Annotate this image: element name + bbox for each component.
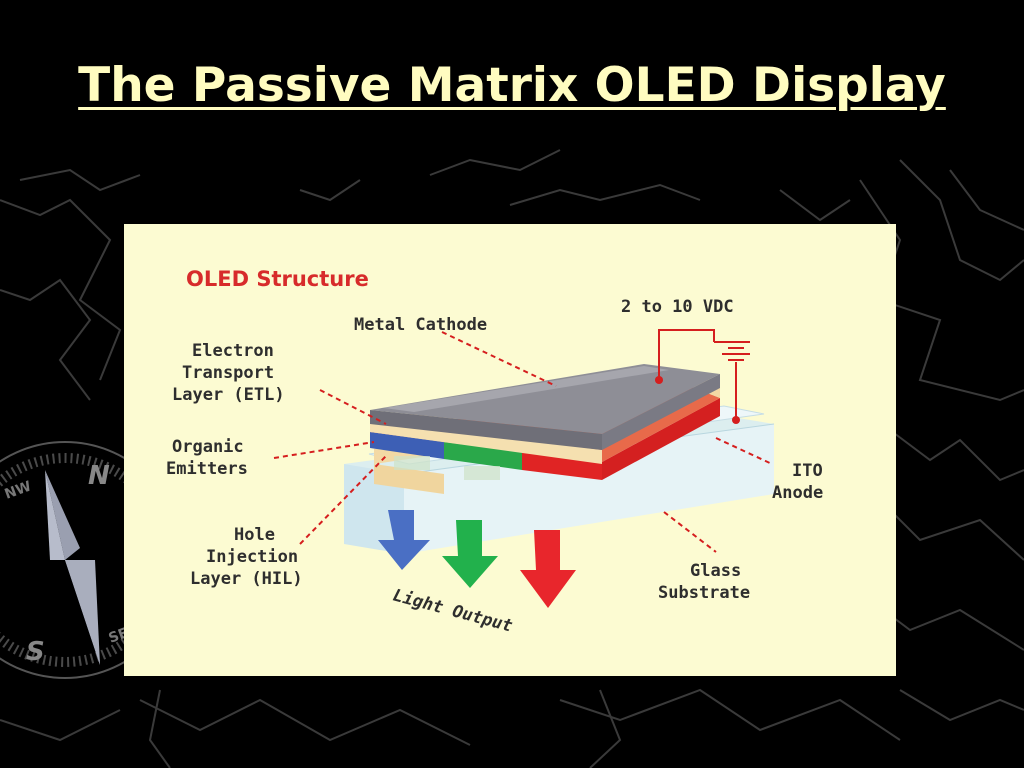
anode-terminal-icon <box>732 416 740 424</box>
light-output-arrows <box>378 510 576 608</box>
metal-cathode-layer <box>370 364 720 450</box>
emitter-pads <box>394 456 500 480</box>
etl-label-line3: Layer (ETL) <box>172 385 285 405</box>
label-leader-lines <box>273 331 773 553</box>
cathode-terminal-icon <box>655 376 663 384</box>
blue-light-arrow-icon <box>378 510 430 570</box>
hil-label-line1: Hole <box>234 525 275 545</box>
light-output-label: Light Output <box>391 586 515 637</box>
emitters-label-line1: Organic <box>172 437 244 457</box>
slide-title: The Passive Matrix OLED Display <box>78 58 946 113</box>
compass-north-label: N <box>88 461 110 491</box>
power-circuit <box>658 329 737 420</box>
etl-label-line2: Transport <box>182 363 274 383</box>
glass-label-line1: Glass <box>690 561 741 581</box>
red-light-arrow-icon <box>520 530 576 608</box>
metal-cathode-label: Metal Cathode <box>354 315 487 335</box>
green-light-arrow-icon <box>442 520 498 588</box>
compass-south-label: S <box>26 637 45 667</box>
voltage-label: 2 to 10 VDC <box>621 297 734 317</box>
hil-label-line2: Injection <box>206 547 298 567</box>
etl-label-line1: Electron <box>192 341 274 361</box>
ito-label-line1: ITO <box>792 461 823 481</box>
compass-northwest-label: NW <box>3 478 34 502</box>
hil-label-line3: Layer (HIL) <box>190 569 303 589</box>
diagram-title: OLED Structure <box>186 267 369 291</box>
ito-label-line2: Anode <box>772 483 823 503</box>
glass-label-line2: Substrate <box>658 583 750 603</box>
battery-icon <box>714 341 750 361</box>
oled-structure-figure: OLED Structure <box>124 224 896 676</box>
oled-structure-diagram: OLED Structure <box>166 267 823 637</box>
emitters-label-line2: Emitters <box>166 459 248 479</box>
